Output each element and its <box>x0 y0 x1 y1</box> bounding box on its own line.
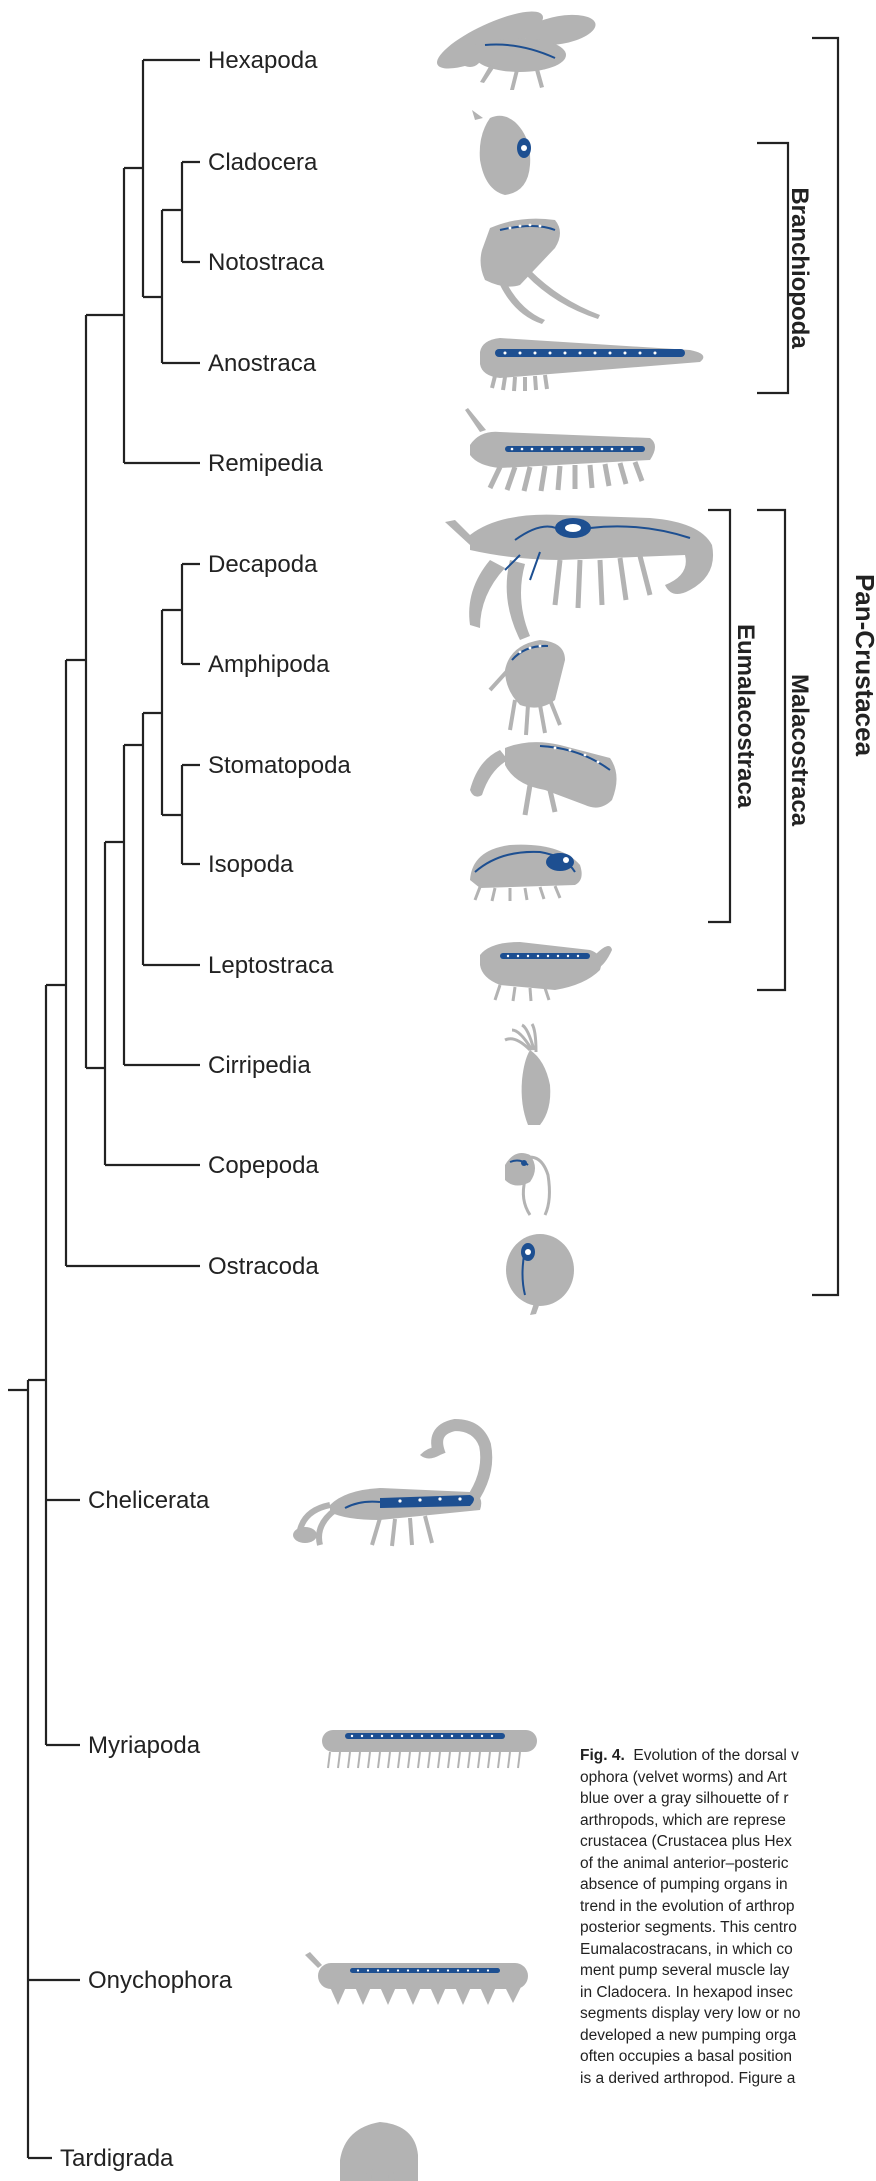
myriapoda-silhouette-icon <box>322 1730 537 1768</box>
decapoda-silhouette-icon <box>445 515 713 640</box>
caption-line: developed a new pumping orga <box>580 2025 876 2047</box>
caption-line: of the animal anterior–posteric <box>580 1853 876 1875</box>
cladocera-silhouette-icon <box>472 110 531 195</box>
taxon-label-amphipoda: Amphipoda <box>208 651 330 678</box>
taxon-label-chelicerata: Chelicerata <box>88 1487 210 1514</box>
chelicerata-silhouette-icon <box>293 1425 486 1546</box>
caption-line: ment pump several muscle lay <box>580 1960 876 1982</box>
taxon-label-leptostraca: Leptostraca <box>208 952 334 979</box>
caption-line: Fig. 4. Evolution of the dorsal v <box>580 1745 876 1767</box>
taxon-label-tardigrada: Tardigrada <box>60 2145 174 2172</box>
taxon-label-remipedia: Remipedia <box>208 450 323 477</box>
bracket-pan-crustacea <box>812 38 838 1295</box>
caption-line: arthropods, which are represe <box>580 1810 876 1832</box>
caption-line: trend in the evolution of arthrop <box>580 1896 876 1918</box>
bracket-eumalacostraca <box>708 510 730 922</box>
cirripedia-silhouette-icon <box>505 1024 550 1125</box>
anostraca-silhouette-icon <box>480 338 703 391</box>
taxon-label-myriapoda: Myriapoda <box>88 1732 201 1759</box>
phylogenetic-tree <box>8 60 200 2158</box>
figure-label: Fig. 4. <box>580 1747 625 1764</box>
isopoda-silhouette-icon <box>470 845 582 901</box>
hexapoda-silhouette-icon <box>431 1 598 90</box>
taxon-label-anostraca: Anostraca <box>208 350 317 377</box>
stomatopoda-silhouette-icon <box>470 742 617 815</box>
amphipoda-silhouette-icon <box>490 640 565 735</box>
caption-line: is a derived arthropod. Figure a <box>580 2068 876 2090</box>
caption-text: Evolution of the dorsal v <box>633 1747 798 1764</box>
figure-caption: Fig. 4. Evolution of the dorsal v ophora… <box>580 1745 876 2089</box>
taxon-label-cirripedia: Cirripedia <box>208 1052 311 1079</box>
group-label-eumalacostraca: Eumalacostraca <box>732 624 759 809</box>
onychophora-silhouette-icon <box>305 1952 528 2005</box>
caption-line: posterior segments. This centro <box>580 1917 876 1939</box>
group-label-branchiopoda: Branchiopoda <box>786 187 813 349</box>
remipedia-silhouette-icon <box>465 408 655 491</box>
leptostraca-silhouette-icon <box>480 942 612 1001</box>
caption-line: blue over a gray silhouette of r <box>580 1788 876 1810</box>
tardigrada-silhouette-icon <box>340 2122 418 2181</box>
caption-line: ophora (velvet worms) and Art <box>580 1767 876 1789</box>
taxon-label-onychophora: Onychophora <box>88 1967 233 1994</box>
taxon-label-copepoda: Copepoda <box>208 1152 319 1179</box>
notostraca-silhouette-icon <box>481 219 600 324</box>
caption-line: in Cladocera. In hexapod insec <box>580 1982 876 2004</box>
caption-line: absence of pumping organs in <box>580 1874 876 1896</box>
taxon-label-notostraca: Notostraca <box>208 249 325 276</box>
taxon-label-hexapoda: Hexapoda <box>208 47 318 74</box>
bracket-malacostraca <box>757 510 785 990</box>
bracket-branchiopoda <box>757 143 788 393</box>
taxon-label-ostracoda: Ostracoda <box>208 1253 319 1280</box>
group-label-pan-crustacea: Pan-Crustacea <box>850 574 876 757</box>
caption-line: segments display very low or no <box>580 2003 876 2025</box>
caption-line: crustacea (Crustacea plus Hex <box>580 1831 876 1853</box>
taxon-label-stomatopoda: Stomatopoda <box>208 752 351 779</box>
caption-line: often occupies a basal position <box>580 2046 876 2068</box>
copepoda-silhouette-icon <box>505 1153 549 1215</box>
caption-line: Eumalacostracans, in which co <box>580 1939 876 1961</box>
taxon-label-decapoda: Decapoda <box>208 551 318 578</box>
group-label-malacostraca: Malacostraca <box>786 674 813 827</box>
ostracoda-silhouette-icon <box>506 1234 574 1315</box>
taxon-label-isopoda: Isopoda <box>208 851 294 878</box>
taxon-label-cladocera: Cladocera <box>208 149 318 176</box>
